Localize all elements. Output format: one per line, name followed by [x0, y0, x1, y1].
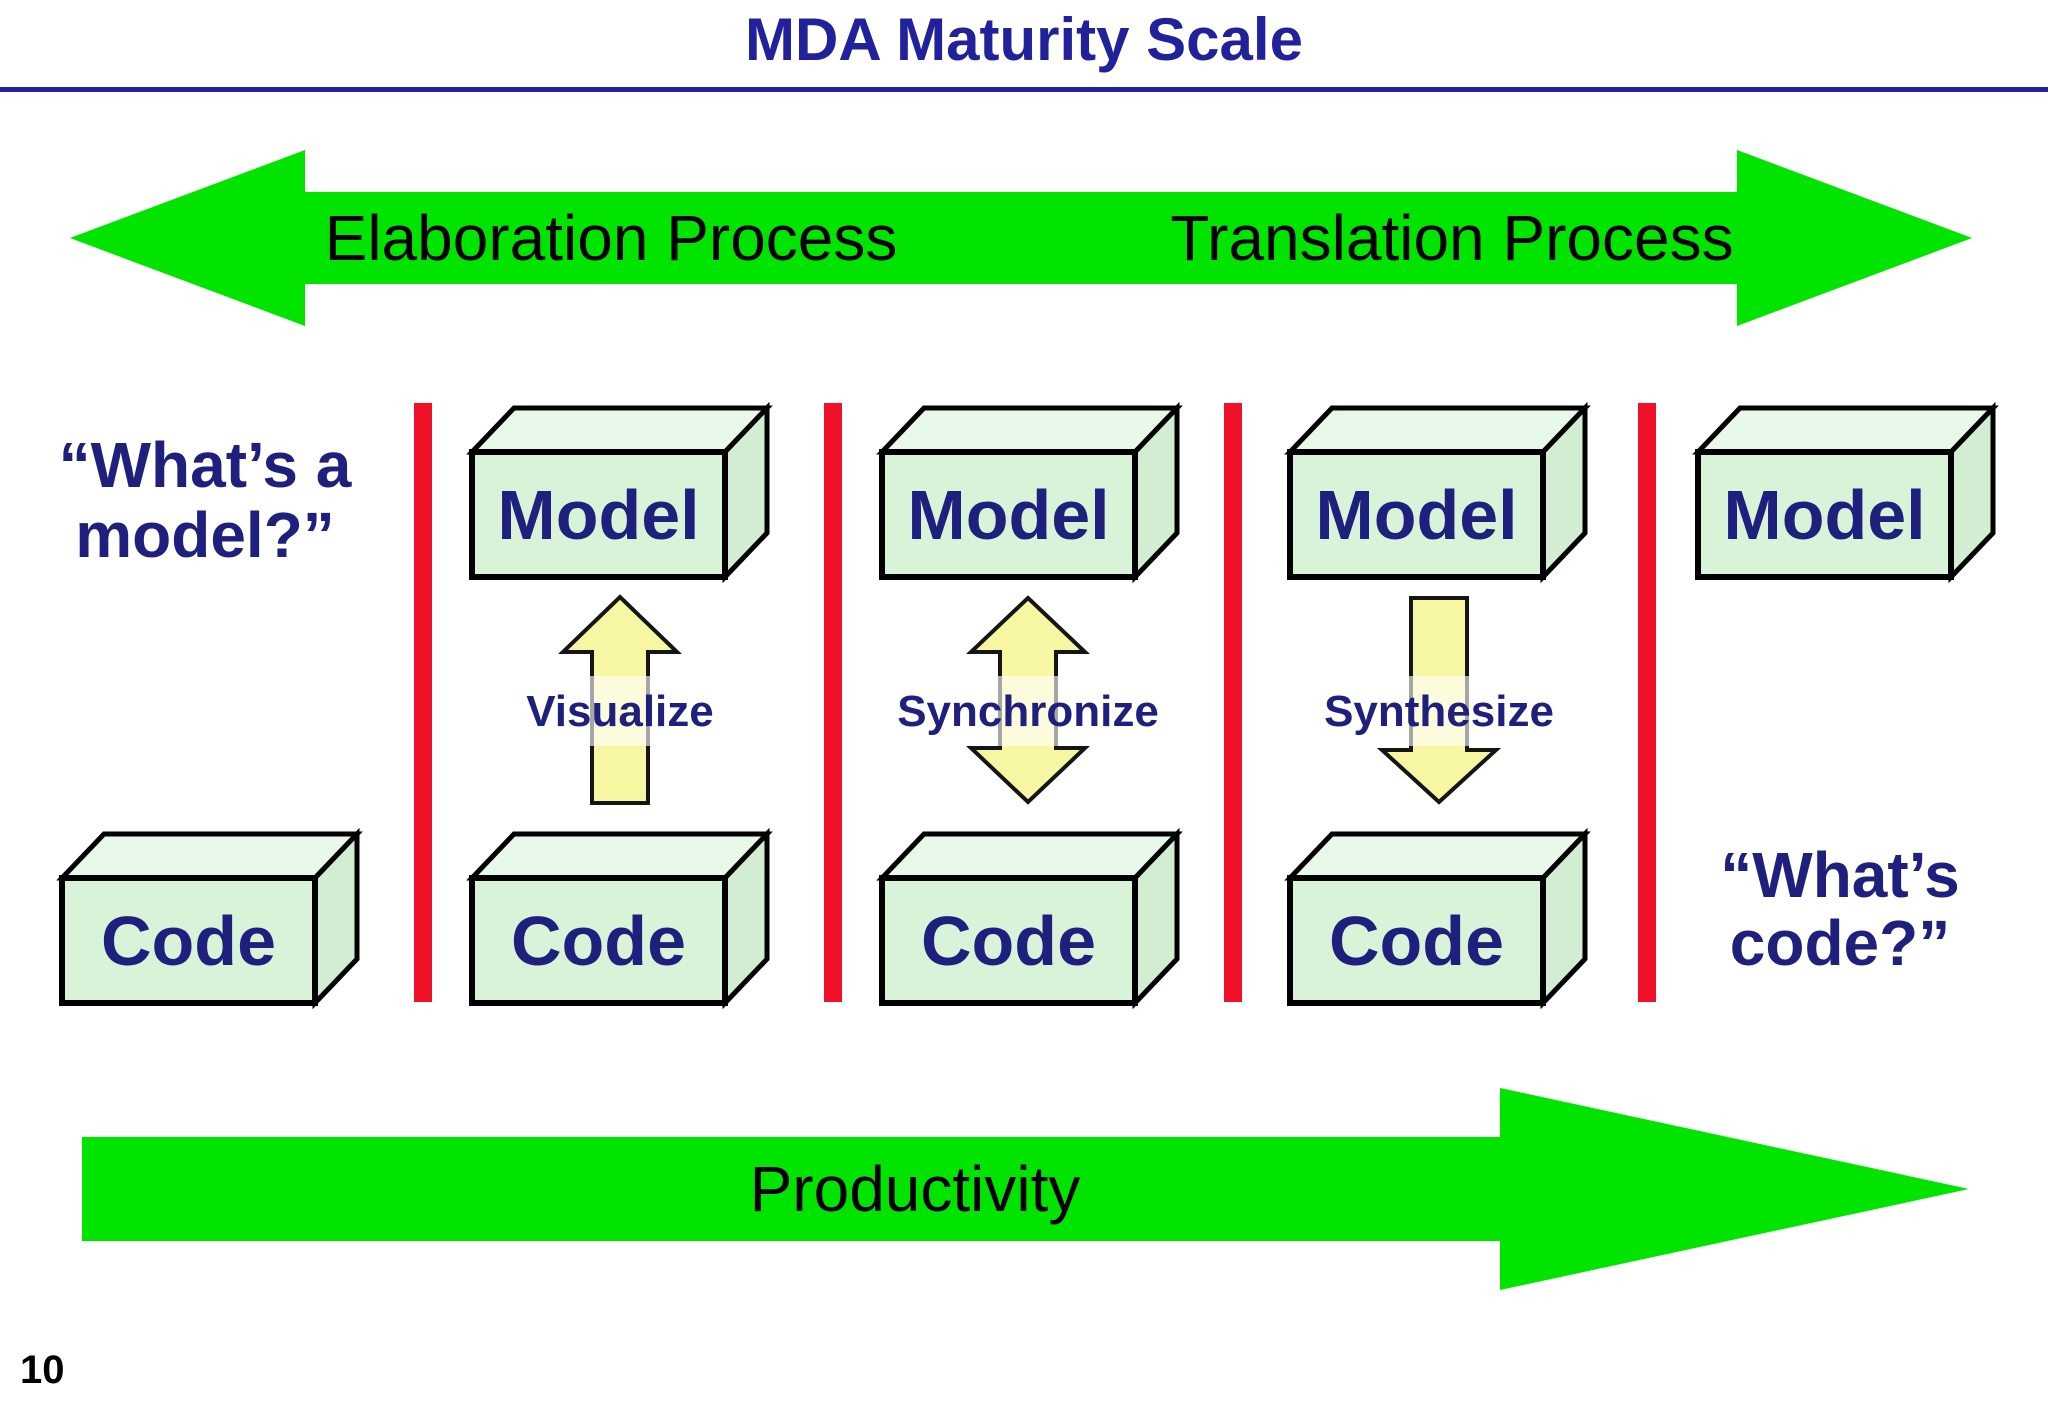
model-box-top [466, 405, 773, 455]
label-band-synchronize [875, 676, 1181, 746]
title-underline [0, 87, 2048, 92]
code-box-top [56, 831, 363, 881]
code-box-stage3 [876, 827, 1183, 1010]
code-box-top [876, 831, 1183, 881]
code-box-front [879, 875, 1138, 1006]
code-box-front [469, 875, 728, 1006]
elaboration-process-label: Elaboration Process [324, 202, 898, 274]
whats-a-model-line1: “What’s a [58, 429, 352, 501]
productivity-label: Productivity [749, 1153, 1081, 1225]
code-box-top [1284, 831, 1591, 881]
page-title: MDA Maturity Scale [745, 6, 1303, 73]
model-box-stage3 [876, 401, 1183, 584]
code-box-front [59, 875, 318, 1006]
code-box-stage2 [466, 827, 773, 1010]
code-label-stage3: Code [921, 901, 1096, 980]
stage-divider-3 [1224, 403, 1242, 1002]
code-box-stage1 [56, 827, 363, 1010]
whats-code-question: “What’s code?” [1640, 841, 2040, 977]
model-box-top [876, 405, 1183, 455]
visualize-label: Visualize [526, 687, 714, 736]
label-band-visualize [498, 676, 748, 746]
synthesize-label: Synthesize [1324, 687, 1554, 736]
model-box-front [879, 449, 1138, 580]
whats-a-model-question: “What’s a model?” [0, 430, 415, 570]
model-box-stage5 [1692, 401, 1999, 584]
stage-divider-4 [1638, 403, 1656, 1002]
model-box-front [469, 449, 728, 580]
model-label-stage2: Model [497, 475, 700, 554]
code-box-top [466, 831, 773, 881]
translation-process-label: Translation Process [1170, 202, 1734, 274]
page-number: 10 [20, 1348, 65, 1392]
model-box-front [1287, 449, 1546, 580]
stage-divider-2 [824, 403, 842, 1002]
model-box-top [1284, 405, 1591, 455]
model-label-stage5: Model [1723, 475, 1926, 554]
model-box-stage4 [1284, 401, 1591, 584]
code-box-stage4 [1284, 827, 1591, 1010]
model-box-stage2 [466, 401, 773, 584]
code-box-front [1287, 875, 1546, 1006]
process-double-arrow [70, 150, 1972, 326]
model-label-stage3: Model [907, 475, 1110, 554]
whats-code-line1: “What’s [1720, 839, 1960, 911]
whats-a-model-line2: model?” [75, 499, 335, 571]
model-box-front [1695, 449, 1954, 580]
model-box-top [1692, 405, 1999, 455]
whats-code-line2: code?” [1729, 907, 1951, 979]
synchronize-label: Synchronize [897, 687, 1159, 736]
productivity-arrow [82, 1088, 1969, 1290]
code-label-stage4: Code [1329, 901, 1504, 980]
label-band-synthesize [1300, 676, 1580, 746]
code-label-stage2: Code [511, 901, 686, 980]
stage-divider-1 [414, 403, 432, 1002]
model-label-stage4: Model [1315, 475, 1518, 554]
code-label-stage1: Code [101, 901, 276, 980]
